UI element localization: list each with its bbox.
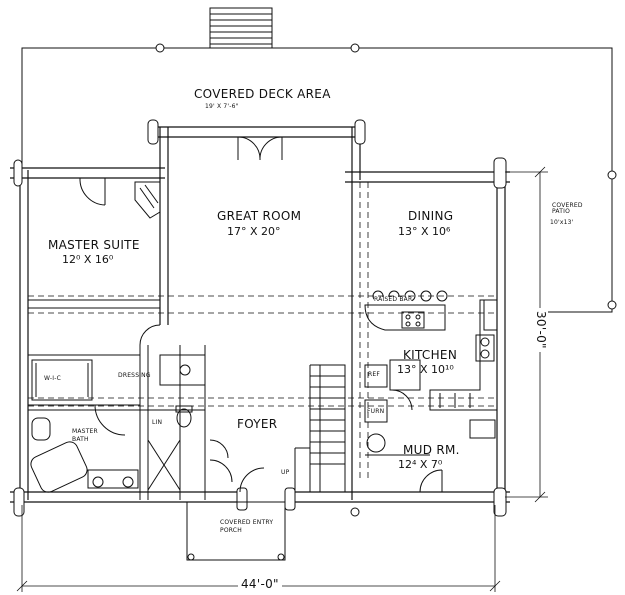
dimension-lines (16, 166, 548, 592)
great-room-size: 17° X 20° (227, 225, 281, 238)
stair-up-label: UP (281, 469, 290, 476)
kitchen-title: KITCHEN (403, 348, 458, 362)
master-suite-walls (28, 177, 233, 500)
overall-width-dimension: 44'-0" (238, 578, 282, 590)
refrigerator-label: REF (368, 371, 381, 378)
great-room-title: GREAT ROOM (217, 209, 302, 223)
furnace-label: FURN (367, 408, 385, 415)
covered-deck-size: 19' X 7'-6" (205, 103, 239, 110)
master-bath-label: MASTER BATH (72, 428, 98, 443)
entry-porch-label: COVERED ENTRY PORCH (220, 519, 274, 534)
log-ends (13, 119, 507, 517)
dressing-counter (31, 354, 206, 401)
overall-depth-dimension: 30'-0" (534, 308, 548, 352)
dressing-label: DRESSING (118, 372, 151, 379)
covered-patio-label: COVERED PATIO (552, 202, 583, 215)
deck-post (350, 43, 360, 53)
raised-bar-label: RAISED BAR (374, 296, 413, 303)
deck-french-doors (237, 136, 283, 161)
master-suite-size: 12⁰ X 16⁰ (62, 253, 114, 266)
kitchen-size: 13° X 10¹⁰ (397, 363, 454, 376)
fireplace (134, 181, 161, 219)
covered-patio-size: 10'x13' (550, 219, 574, 226)
dining-size: 13° X 10⁶ (398, 225, 451, 238)
foyer-title: FOYER (237, 417, 278, 431)
covered-deck-outline (21, 47, 613, 313)
linen-label: LIN (152, 419, 163, 426)
utility-appliances (364, 359, 443, 493)
mud-room-size: 12⁴ X 7⁰ (398, 458, 443, 471)
beam-lines (28, 182, 497, 480)
deck-post (607, 170, 617, 180)
walk-in-closet-label: W-I-C (44, 375, 61, 382)
porch-post (350, 507, 360, 517)
staircase (294, 364, 346, 492)
mud-room-title: MUD RM. (403, 443, 460, 457)
master-bath-fixtures (30, 405, 193, 493)
covered-deck-title: COVERED DECK AREA (194, 87, 331, 101)
raised-bar (364, 290, 448, 331)
exterior-walls (10, 126, 510, 503)
deck-post (607, 300, 617, 310)
entry-porch (186, 467, 286, 561)
dining-title: DINING (408, 209, 454, 223)
chimney-steps (209, 7, 273, 49)
master-suite-title: MASTER SUITE (48, 238, 140, 252)
deck-post (155, 43, 165, 53)
kitchen-counters (429, 299, 498, 439)
